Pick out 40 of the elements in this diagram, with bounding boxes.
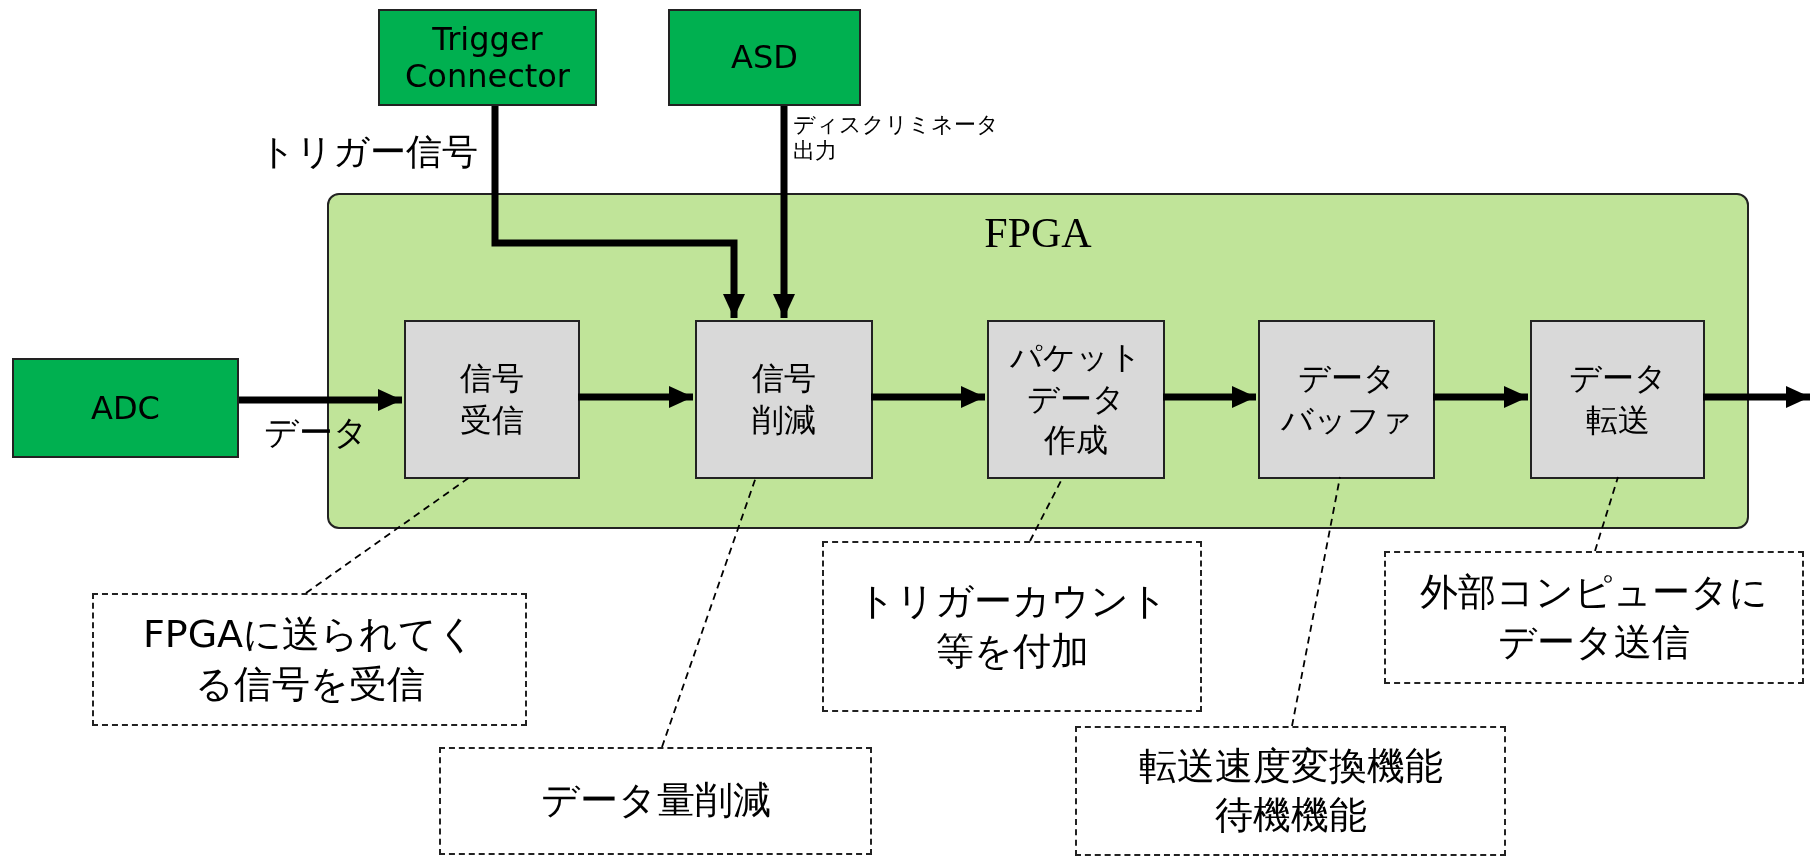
device-box [12, 358, 239, 458]
arrow [1433, 386, 1528, 408]
device-box [668, 9, 861, 106]
box-label: FPGAに送られてくる信号を受信 [142, 611, 477, 708]
arrow [773, 106, 795, 318]
box-label: ADC [91, 389, 160, 427]
panel-title: FPGA [984, 209, 1092, 257]
arrow [578, 386, 693, 408]
process-box [404, 320, 580, 479]
process-box [695, 320, 873, 479]
arrow [239, 389, 402, 411]
device-box [378, 9, 597, 106]
box-label: データ転送 [1568, 357, 1667, 441]
box-label: ASD [731, 39, 798, 76]
note-box [1075, 726, 1506, 856]
box-label: 外部コンピュータにデータ送信 [1420, 569, 1768, 666]
note-box [92, 593, 527, 726]
box-label: データバッファ [1280, 357, 1413, 441]
arrow [871, 386, 985, 408]
leader-line [305, 476, 471, 594]
note-box [1384, 551, 1804, 684]
leader-line [1291, 476, 1341, 727]
edge-label: トリガー信号 [258, 130, 478, 174]
leader-line [1594, 476, 1619, 552]
box-label: データ量削減 [540, 777, 771, 825]
note-box [439, 747, 872, 855]
box-label: トリガーカウント等を付加 [856, 578, 1168, 675]
box-label: 信号削減 [752, 357, 816, 441]
box-label: パケットデータ作成 [1010, 337, 1142, 462]
box-label: 転送速度変換機能待機機能 [1138, 742, 1443, 839]
process-box [1258, 320, 1435, 479]
process-box [987, 320, 1165, 479]
arrow [1703, 386, 1810, 408]
note-box [822, 541, 1202, 712]
arrow [1163, 386, 1256, 408]
box-label: Trigger Connector [403, 20, 571, 95]
box-label: 信号受信 [460, 357, 524, 441]
edge-label: ディスクリミネータ出力 [793, 112, 1000, 165]
arrow [491, 106, 745, 318]
process-box [1530, 320, 1705, 479]
